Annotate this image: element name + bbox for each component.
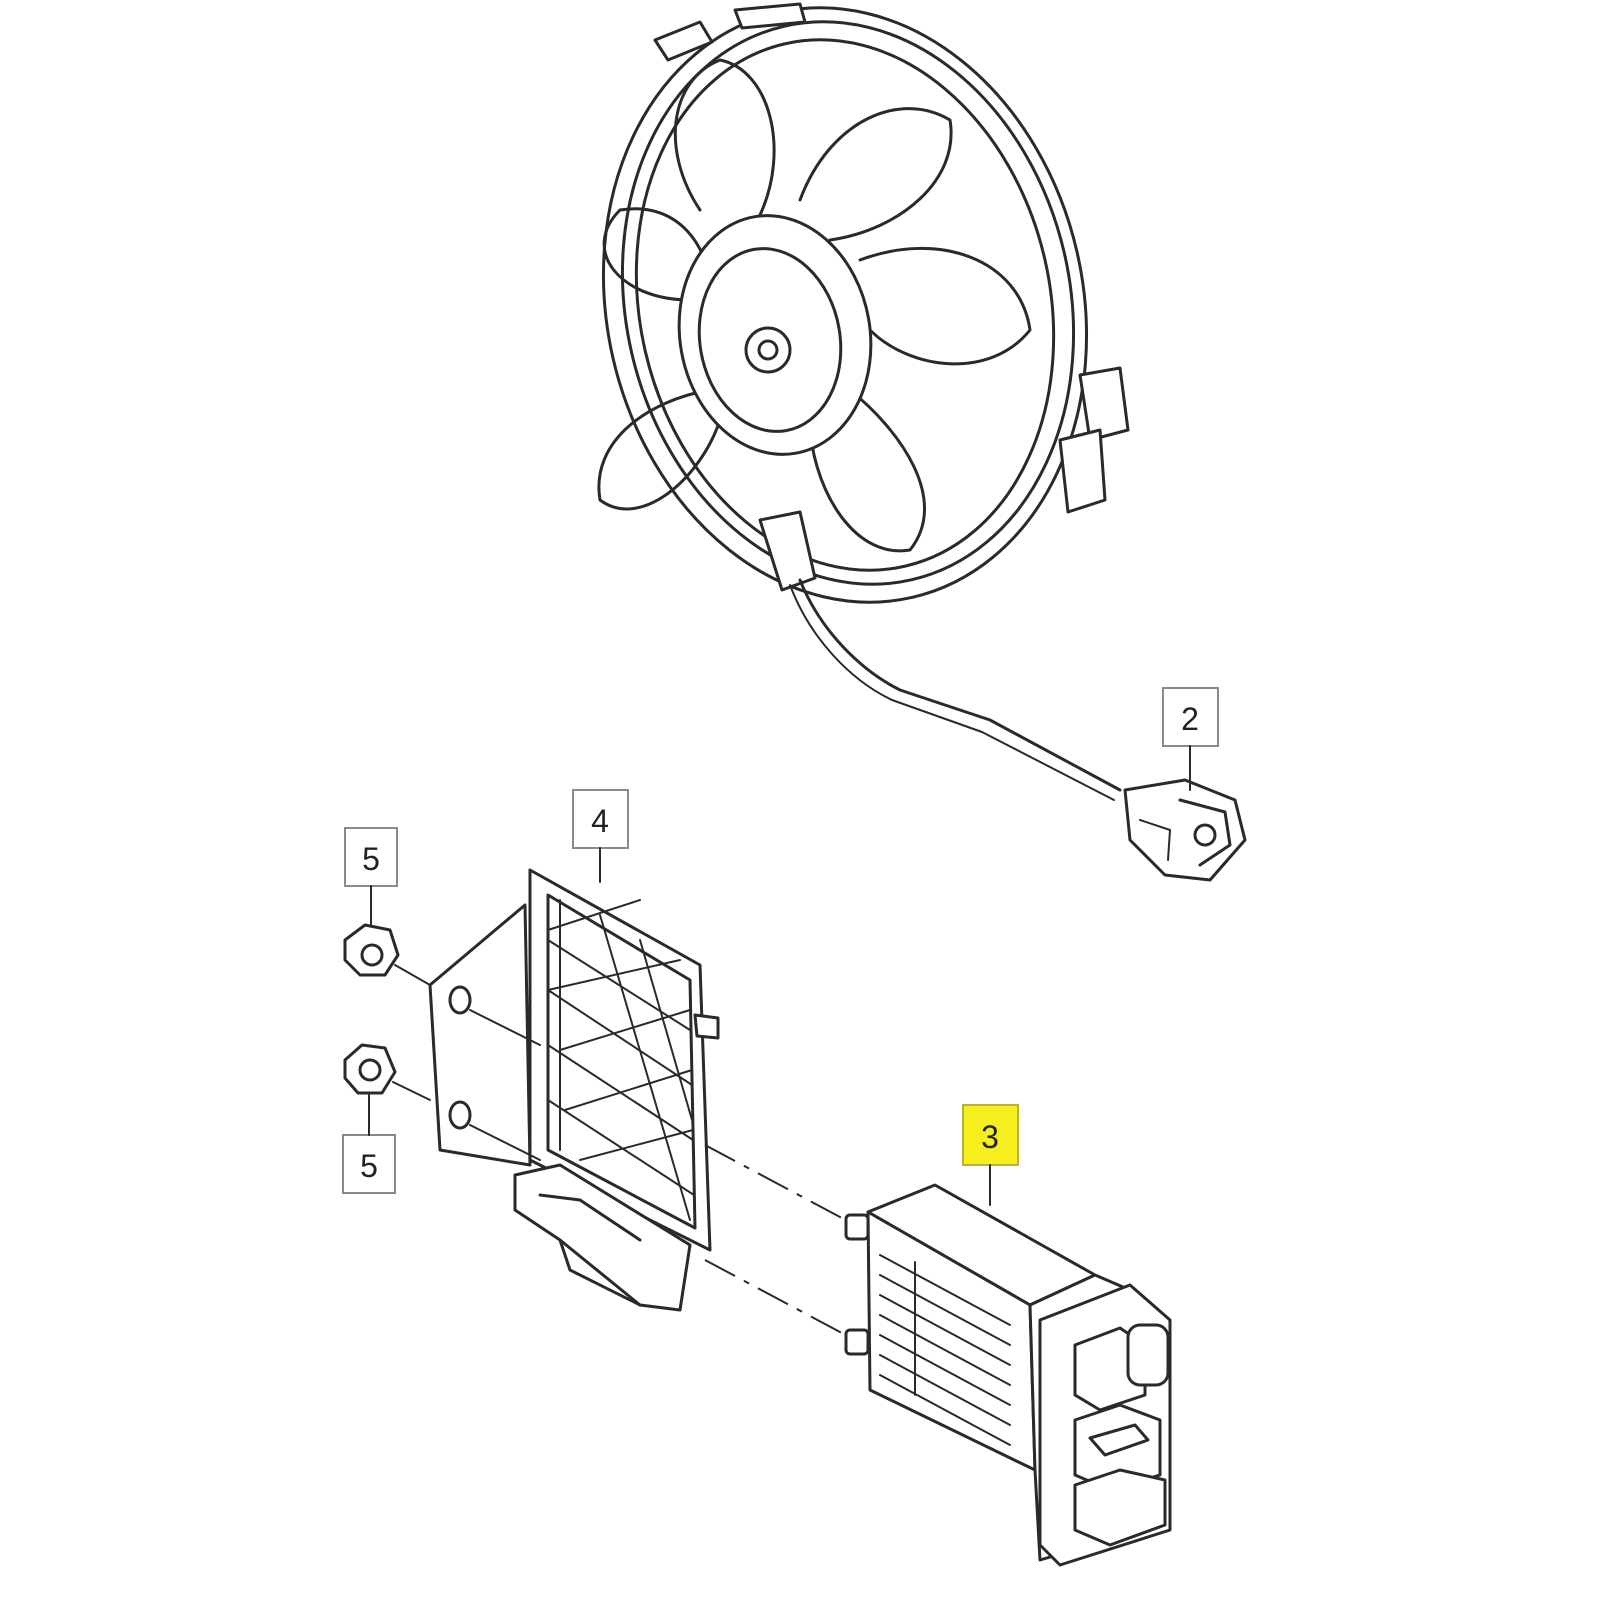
module-plug-middle	[1073, 1403, 1162, 1492]
hole-upper-leader	[469, 1009, 541, 1046]
fan-hub-nut	[744, 326, 792, 374]
fan-top-tab	[653, 20, 714, 62]
callout-2-box	[1162, 687, 1219, 747]
callout-4-label: 4	[591, 803, 609, 839]
callout-2[interactable]: 2	[1162, 687, 1219, 747]
fan-right-bracket	[1078, 366, 1130, 442]
callout-5-upper-box	[344, 827, 398, 887]
bracket-flange	[428, 903, 532, 1167]
fan-control-module	[844, 1183, 1172, 1567]
mounting-bracket	[428, 868, 720, 1312]
fan-assembly	[597, 2, 1130, 801]
hole-lower-leader	[469, 1124, 541, 1161]
bracket-grid-lattice	[547, 899, 695, 1221]
nut-lower-leader	[392, 1081, 431, 1101]
callout-4[interactable]: 4	[572, 789, 629, 849]
callout-3-box	[962, 1104, 1019, 1166]
callout-5-upper-label: 5	[362, 841, 380, 877]
fan-shroud-inner	[634, 38, 1056, 572]
fan-right-bracket-lower	[1058, 428, 1107, 514]
fan-hub-inner	[697, 247, 843, 433]
fan-wire	[798, 578, 1122, 792]
module-alignment-upper	[704, 1144, 856, 1226]
nut-upper-leader	[394, 964, 431, 986]
callout-5-lower-label: 5	[360, 1148, 378, 1184]
nut-lower	[343, 1043, 397, 1095]
callout-2-label: 2	[1181, 701, 1199, 737]
module-alignment-lower	[704, 1259, 856, 1341]
nut-upper	[343, 923, 400, 977]
module-fins	[879, 1254, 1011, 1446]
callout-4-box	[572, 789, 629, 849]
callout-3[interactable]: 3	[962, 1104, 1019, 1166]
callout-3-label: 3	[981, 1119, 999, 1155]
wire-connector	[1123, 778, 1247, 882]
module-plug-lower	[1073, 1468, 1167, 1547]
callout-5-lower[interactable]: 5	[342, 1134, 396, 1194]
fan-wire-parallel	[789, 584, 1115, 801]
fan-top-clip	[733, 2, 807, 30]
fan-hub-bolt	[757, 339, 779, 361]
bracket-foot	[513, 1163, 692, 1312]
fan-shroud-rim	[620, 20, 1076, 586]
callout-5-upper[interactable]: 5	[344, 827, 398, 887]
fan-bottom-clip	[758, 510, 817, 592]
